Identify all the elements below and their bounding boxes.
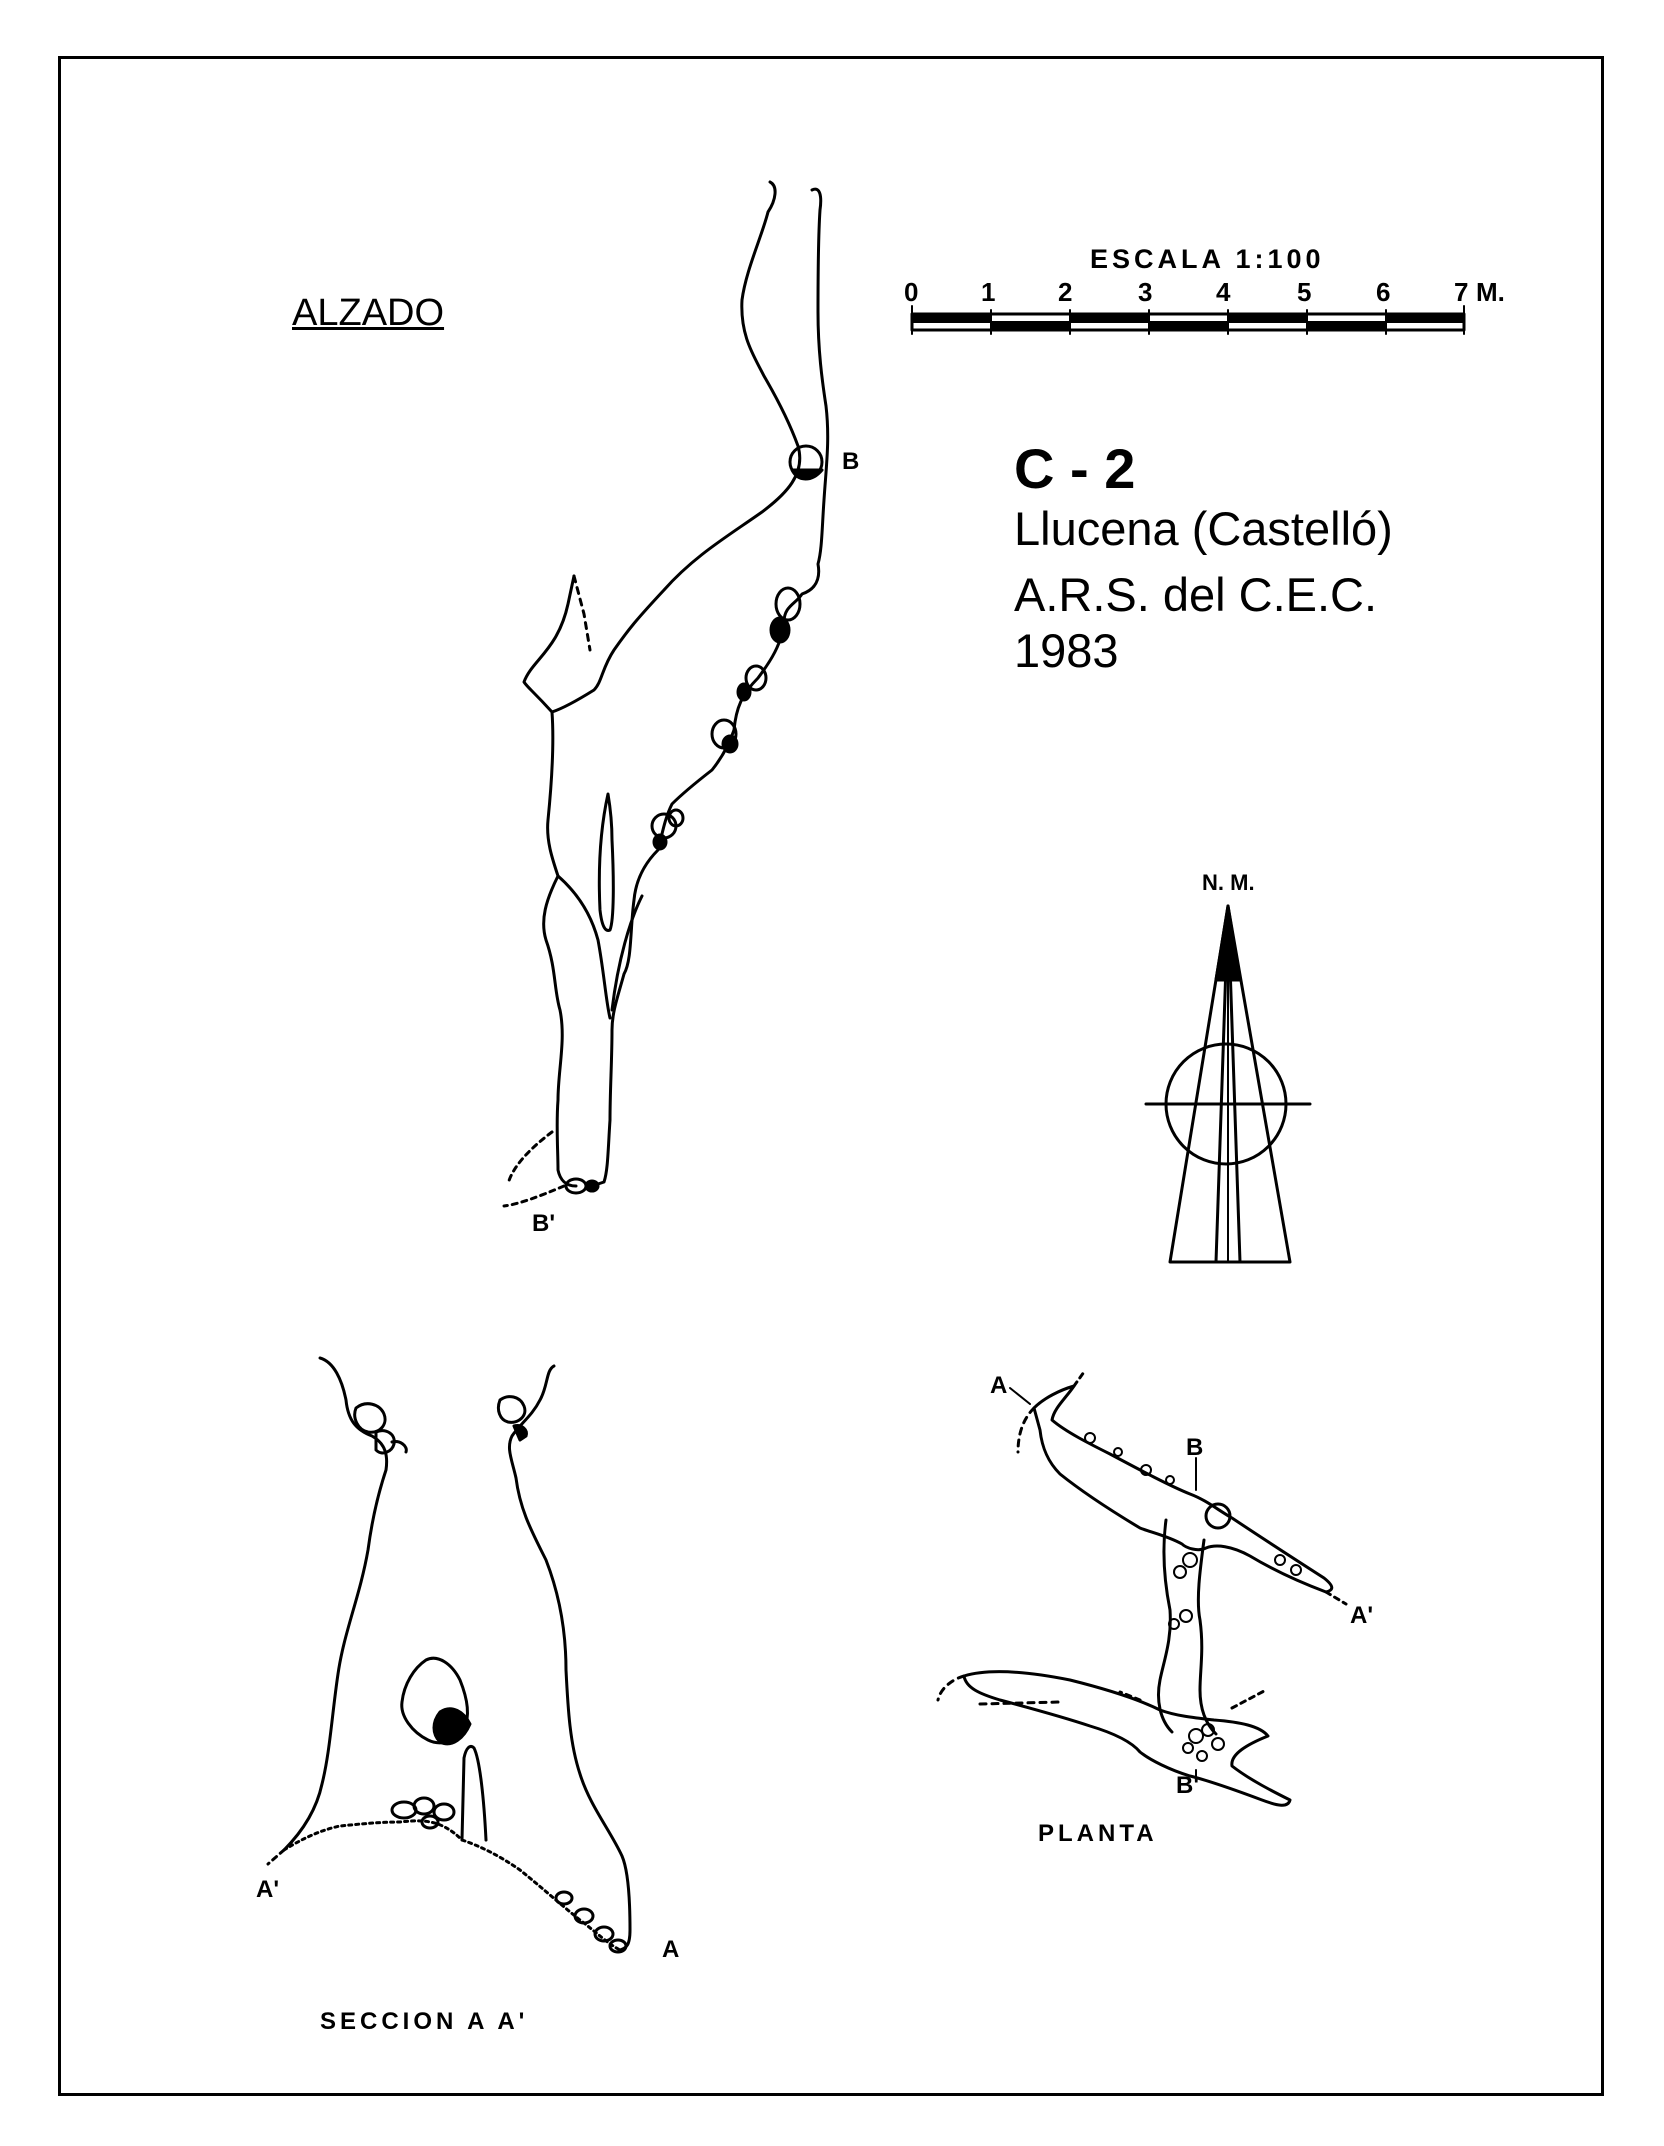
- seccion-point-a: A: [662, 1936, 680, 1963]
- planta-point-b-prime: B': [1176, 1772, 1200, 1799]
- cave-location: Llucena (Castelló): [1014, 502, 1393, 555]
- alzado-point-b-prime: B': [532, 1210, 556, 1237]
- scale-tick-7: 7: [1454, 277, 1469, 307]
- scale-bar: [910, 305, 1466, 335]
- seccion-section: [266, 1356, 632, 1954]
- scale-tick-5: 5: [1297, 277, 1312, 307]
- planta-plan: [936, 1370, 1348, 1807]
- scale-tick-2: 2: [1058, 277, 1073, 307]
- scale-tick-3: 3: [1138, 277, 1153, 307]
- seccion-point-a-prime: A': [256, 1876, 280, 1903]
- survey-year: 1983: [1014, 624, 1119, 677]
- seccion-title: SECCION A A': [320, 2008, 529, 2035]
- page-frame: [58, 56, 1604, 2096]
- scale-tick-4: 4: [1216, 277, 1231, 307]
- alzado-title: ALZADO: [292, 292, 445, 334]
- scale-tick-0: 0: [904, 277, 919, 307]
- planta-point-a: A: [990, 1372, 1008, 1399]
- scale-title: ESCALA 1:100: [1090, 244, 1325, 274]
- alzado-elevation: [502, 180, 830, 1208]
- scale-unit: M.: [1476, 277, 1505, 307]
- planta-title: PLANTA: [1038, 1820, 1158, 1847]
- north-arrow-icon: [1144, 904, 1312, 1264]
- scale-tick-1: 1: [981, 277, 996, 307]
- survey-author: A.R.S. del C.E.C.: [1014, 568, 1378, 621]
- alzado-point-b: B: [842, 448, 860, 475]
- north-label: N. M.: [1202, 870, 1255, 895]
- planta-point-b: B: [1186, 1434, 1204, 1461]
- cave-code: C - 2: [1014, 437, 1136, 500]
- scale-tick-6: 6: [1376, 277, 1391, 307]
- planta-point-a-prime: A': [1350, 1602, 1374, 1629]
